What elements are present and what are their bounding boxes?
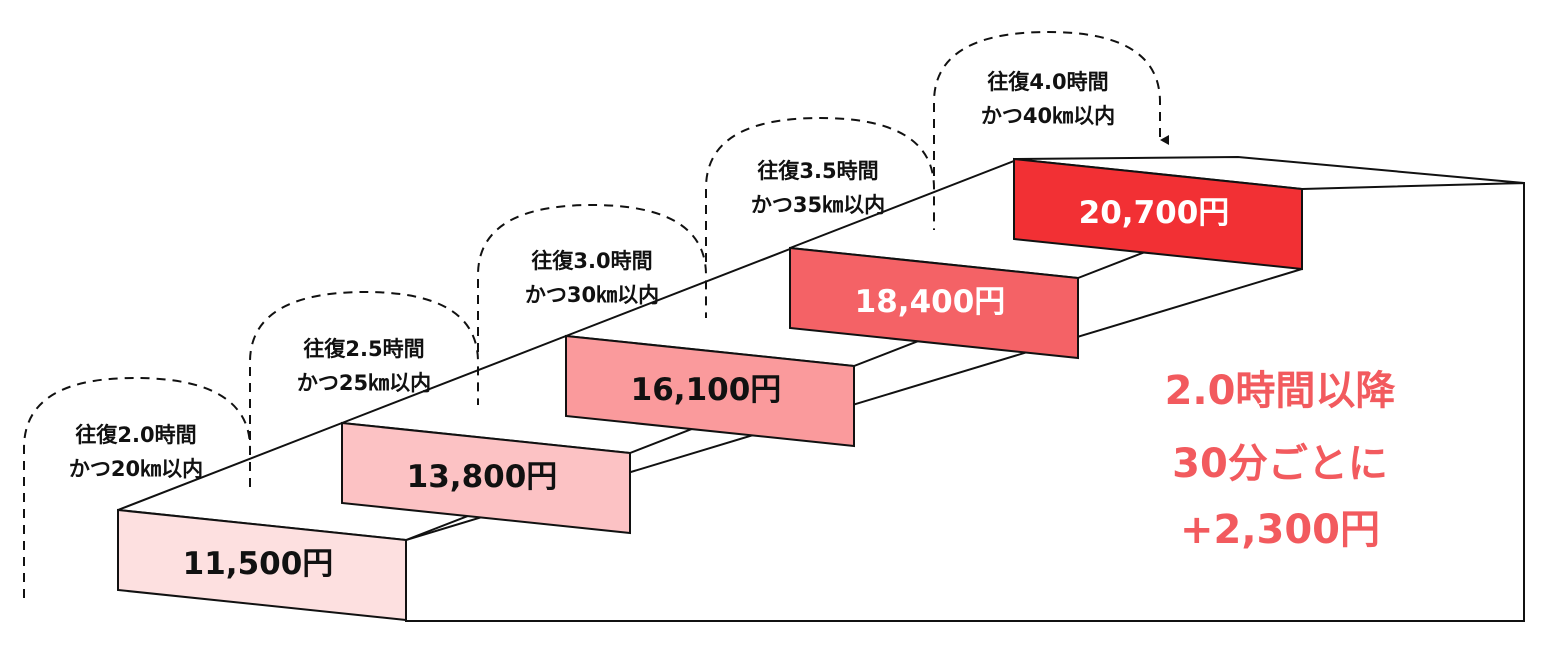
condition-line-2: かつ35㎞以内 [751,193,885,217]
hop-arc [705,116,935,262]
step-riser [565,334,855,448]
step-price: 20,700円 [1079,195,1230,231]
hop-arc [477,203,707,352]
step-risers [117,157,1303,622]
condition-line-1: 往復2.5時間 [303,337,424,361]
condition-line-1: 往復3.0時間 [531,249,652,273]
condition-line-1: 往復2.0時間 [75,423,196,447]
step-price: 16,100円 [631,372,782,408]
condition-line-2: かつ30㎞以内 [525,283,659,307]
condition-line-2: かつ40㎞以内 [981,104,1115,128]
step-price: 11,500円 [183,546,334,582]
step-price: 18,400円 [855,284,1006,320]
step-riser [117,508,407,622]
hop-arc [933,30,1169,176]
condition-line-2: かつ25㎞以内 [297,371,431,395]
condition-line-1: 往復4.0時間 [987,70,1108,94]
step-riser [1013,157,1303,271]
note-line-2: 30分ごとに [1172,441,1388,487]
hop-arcs [23,30,1169,598]
condition-line-2: かつ20㎞以内 [69,457,203,481]
step-riser [341,421,631,535]
step-price: 13,800円 [407,459,558,495]
surcharge-note: 2.0時間以降 30分ごとに +2,300円 [1165,368,1396,553]
hop-arc [249,290,479,440]
condition-line-1: 往復3.5時間 [757,159,878,183]
step-riser [789,246,1079,360]
note-line-1: 2.0時間以降 [1165,368,1396,414]
note-line-3: +2,300円 [1180,507,1380,553]
step-prices: 11,500円 13,800円 16,100円 18,400円 20,700円 [183,195,1230,582]
